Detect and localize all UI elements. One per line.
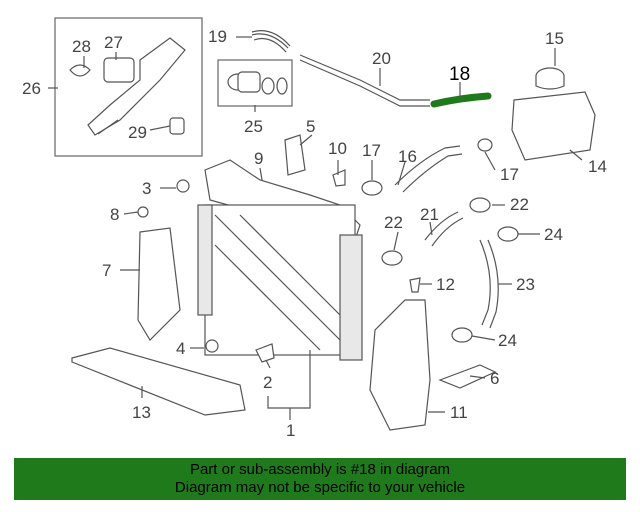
outlet-fitting-drawing: [227, 71, 288, 95]
callout-27: 27: [104, 33, 123, 52]
callout-29: 29: [128, 123, 147, 142]
callout-22b: 22: [510, 195, 529, 214]
callout-12: 12: [436, 275, 455, 294]
banner-line-2: Diagram may not be specific to your vehi…: [174, 479, 466, 496]
clamp-24b: [451, 327, 473, 343]
bolt-4: [205, 339, 219, 353]
callout-19: 19: [208, 27, 227, 46]
pin-12: [409, 277, 421, 293]
callout-18[interactable]: 18: [449, 64, 470, 85]
callout-26: 26: [22, 79, 41, 98]
callout-10: 10: [328, 139, 347, 158]
bolt-3: [176, 179, 190, 193]
clamp-22b: [469, 197, 491, 213]
callout-24b: 24: [498, 331, 517, 350]
callout-28: 28: [72, 37, 91, 56]
callout-14: 14: [588, 157, 607, 176]
callout-25: 25: [244, 117, 263, 136]
coolant-reservoir-drawing: [511, 67, 596, 161]
callout-5: 5: [306, 117, 315, 136]
callout-15: 15: [545, 29, 564, 48]
radiator-drawing: [197, 159, 363, 361]
bracket-6: [438, 364, 497, 389]
callout-21: 21: [420, 205, 439, 224]
drain-cock-2: [255, 343, 275, 363]
bracket-5: [284, 134, 306, 176]
callout-20: 20: [372, 49, 391, 68]
callout-11: 11: [450, 403, 468, 422]
callout-9: 9: [254, 149, 263, 168]
callout-1: 1: [286, 421, 295, 440]
highlight-banner: Part or sub-assembly is #18 in diagram D…: [14, 458, 626, 500]
thermostat-housing-drawing: [69, 37, 186, 136]
callout-16: 16: [398, 147, 417, 166]
callout-24a: 24: [544, 225, 563, 244]
clamp-17b: [477, 138, 493, 152]
callout-7: 7: [102, 261, 111, 280]
part-18-hose[interactable]: [430, 92, 492, 108]
clamp-24a: [497, 226, 519, 242]
air-baffle-7: [137, 227, 181, 341]
clamp-17a: [361, 180, 383, 196]
callout-23: 23: [516, 275, 535, 294]
callout-13: 13: [132, 403, 151, 422]
deflector-13: [71, 347, 246, 416]
callout-17b: 17: [500, 165, 519, 184]
insulator-10: [332, 169, 346, 187]
air-baffle-11: [369, 299, 431, 431]
parts-diagram: 19 20 18 15 14 26 28 27 29 25 5 9 10 17 …: [22, 17, 607, 440]
callout-6: 6: [490, 369, 499, 388]
callout-4: 4: [176, 339, 185, 358]
callout-2: 2: [263, 373, 272, 392]
clamp-22a: [381, 250, 403, 266]
pin-8: [137, 206, 149, 218]
callout-8: 8: [110, 205, 119, 224]
banner-line-1: Part or sub-assembly is #18 in diagram: [189, 461, 451, 478]
callout-17a: 17: [362, 141, 381, 160]
callout-22a: 22: [384, 213, 403, 232]
callout-3: 3: [142, 179, 151, 198]
